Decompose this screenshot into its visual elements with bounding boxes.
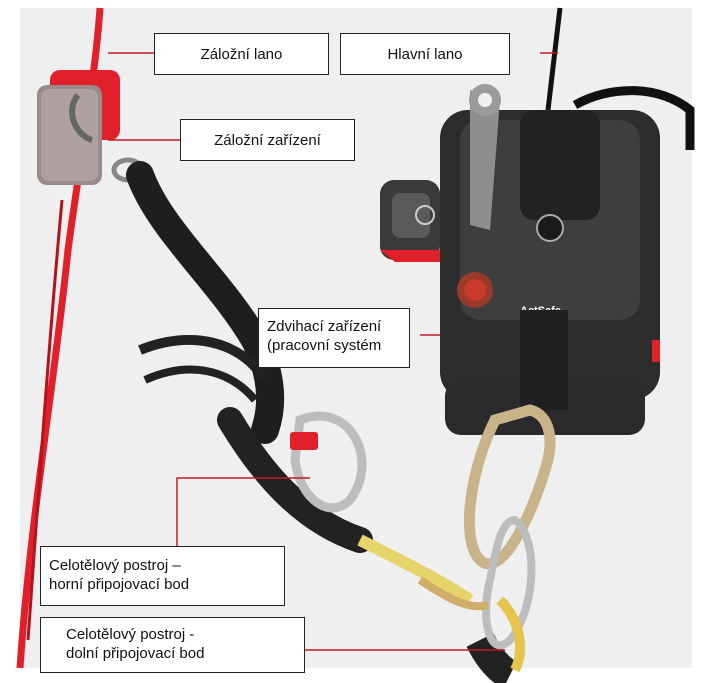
silver-carabiner-lower bbox=[486, 520, 531, 645]
main-rope bbox=[548, 8, 560, 110]
label-backup-device-text: Záložní zařízení bbox=[214, 131, 321, 150]
label-hoist-device: Zdvihací zařízení (pracovní systém bbox=[258, 308, 410, 368]
label-backup-device: Záložní zařízení bbox=[180, 119, 355, 161]
label-main-rope-text: Hlavní lano bbox=[387, 45, 462, 64]
label-backup-rope: Záložní lano bbox=[154, 33, 329, 75]
label-upper-line2: horní připojovací bod bbox=[49, 575, 276, 594]
label-lower-attachment: Celotělový postroj - dolní připojovací b… bbox=[40, 617, 305, 673]
label-lower-line1: Celotělový postroj - bbox=[66, 625, 296, 644]
label-backup-rope-text: Záložní lano bbox=[201, 45, 283, 64]
red-connector bbox=[290, 432, 318, 450]
label-upper-attachment: Celotělový postroj – horní připojovací b… bbox=[40, 546, 285, 606]
label-hoist-line2: (pracovní systém bbox=[267, 336, 401, 355]
yellow-lanyard bbox=[360, 540, 470, 600]
silver-carabiner-upper bbox=[295, 416, 362, 508]
label-main-rope: Hlavní lano bbox=[340, 33, 510, 75]
backup-device bbox=[37, 70, 142, 185]
label-lower-line2: dolní připojovací bod bbox=[66, 644, 296, 663]
label-hoist-line1: Zdvihací zařízení bbox=[267, 317, 401, 336]
label-upper-line1: Celotělový postroj – bbox=[49, 556, 276, 575]
